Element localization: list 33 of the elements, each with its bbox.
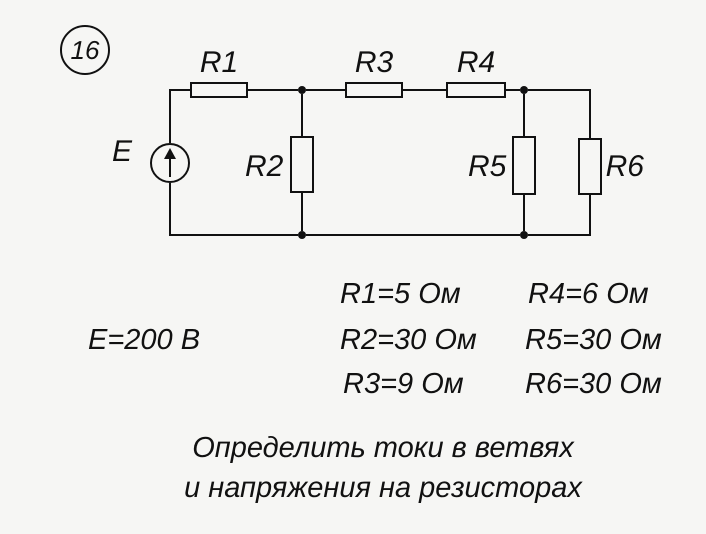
component-value: E=200 В <box>88 324 200 356</box>
wire <box>523 94 525 136</box>
junction-dot <box>298 86 306 94</box>
component-value: R1=5 Ом <box>340 278 461 310</box>
junction-dot <box>298 231 306 239</box>
component-value: R6=30 Ом <box>525 368 662 400</box>
component-value: R3=9 Ом <box>343 368 464 400</box>
wire <box>301 94 303 136</box>
component-value: R4=6 Ом <box>528 278 649 310</box>
resistor-label: R5 <box>468 152 506 182</box>
wire <box>506 89 520 91</box>
wire <box>528 195 591 236</box>
wire <box>403 89 446 91</box>
wire <box>306 234 520 236</box>
component-value: R5=30 Ом <box>525 324 662 356</box>
wire <box>169 183 298 236</box>
wire <box>248 89 298 91</box>
resistor-label: R4 <box>456 48 496 78</box>
wire <box>528 89 591 138</box>
resistor-label: R3 <box>354 48 394 78</box>
junction-dot <box>520 86 528 94</box>
task-text: Определить токи в ветвях и напряжения на резисторах <box>183 431 584 506</box>
source-label: E <box>112 137 132 167</box>
wire <box>523 195 525 231</box>
wire <box>301 193 303 231</box>
component-value: R2=30 Ом <box>340 324 477 356</box>
wire <box>169 89 190 143</box>
resistor-label: R6 <box>606 152 644 182</box>
resistor-label: R2 <box>245 152 284 182</box>
resistor-label: R1 <box>200 48 238 78</box>
junction-dot <box>520 231 528 239</box>
wire <box>306 89 345 91</box>
task-number: 16 <box>60 25 110 75</box>
